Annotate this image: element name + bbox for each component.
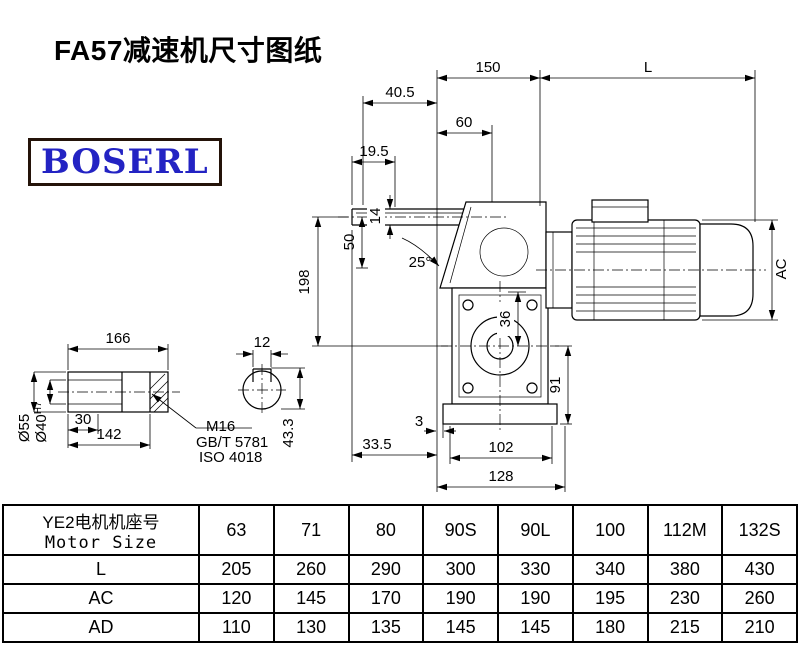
value-L-71: 260 [272, 554, 350, 585]
value-AC-63: 120 [198, 583, 275, 614]
label-iso-4018: ISO 4018 [199, 449, 262, 466]
value-AD-132S: 210 [721, 612, 798, 643]
value-L-80: 290 [347, 554, 425, 585]
dimensions: 150 L 40.5 60 19.5 14 50 198 25° AC 36 9… [16, 59, 790, 492]
dim-40-5: 40.5 [385, 84, 414, 101]
dim-19-5: 19.5 [359, 143, 388, 160]
dim-166: 166 [105, 330, 130, 347]
frame-size-63: 63 [198, 504, 275, 556]
motor-size-table: YE2电机机座号 Motor Size 63 71 80 90S 90L 100… [2, 504, 798, 643]
row-label-AD: AD [2, 612, 200, 643]
value-AC-100: 195 [571, 583, 649, 614]
value-L-100: 340 [571, 554, 649, 585]
value-AC-132S: 260 [721, 583, 798, 614]
dim-142: 142 [96, 426, 121, 443]
value-AD-112M: 215 [646, 612, 724, 643]
frame-size-112M: 112M [646, 504, 724, 556]
row-label-L: L [2, 554, 200, 585]
dim-43-3: 43.3 [280, 418, 297, 447]
dim-36: 36 [497, 311, 514, 328]
frame-size-71: 71 [272, 504, 350, 556]
value-AC-90L: 190 [497, 583, 574, 614]
dim-L: L [644, 59, 652, 76]
frame-size-80: 80 [347, 504, 425, 556]
motor-size-header: YE2电机机座号 Motor Size [2, 504, 200, 556]
table-row-L: L 205 260 290 300 330 340 380 430 [2, 554, 798, 585]
boserl-logo-text: BOSERL [41, 142, 209, 182]
dim-60: 60 [456, 114, 473, 131]
boserl-logo: BOSERL [28, 138, 222, 186]
dim-angle-25: 25° [409, 254, 432, 271]
table-row-AC: AC 120 145 170 190 190 195 230 260 [2, 583, 798, 614]
frame-size-132S: 132S [721, 504, 798, 556]
dim-dia-40-H7: Ø40H7 [33, 401, 50, 443]
frame-size-90S: 90S [422, 504, 499, 556]
dim-AC: AC [773, 258, 790, 279]
label-gbt-5781: GB/T 5781 [196, 434, 268, 451]
value-AD-90S: 145 [422, 612, 499, 643]
dimension-drawing: 150 L 40.5 60 19.5 14 50 198 25° AC 36 9… [16, 59, 790, 492]
motor [545, 199, 754, 321]
dim-198: 198 [296, 269, 313, 294]
value-AC-90S: 190 [422, 583, 499, 614]
value-AD-90L: 145 [497, 612, 574, 643]
value-L-90L: 330 [497, 554, 574, 585]
dim-33-5: 33.5 [362, 436, 391, 453]
dim-14: 14 [367, 208, 384, 225]
dim-dia-55: Ø55 [16, 414, 33, 442]
terminal-box [591, 199, 649, 223]
value-L-112M: 380 [646, 554, 724, 585]
page-title: FA57减速机尺寸图纸 [54, 34, 323, 66]
value-AC-71: 145 [272, 583, 350, 614]
motor-size-header-cn: YE2电机机座号 [42, 512, 160, 532]
value-AD-71: 130 [272, 612, 350, 643]
dim-30: 30 [75, 411, 92, 428]
dim-91: 91 [547, 377, 564, 394]
dim-50: 50 [341, 234, 358, 251]
value-AD-100: 180 [571, 612, 649, 643]
value-AD-80: 135 [347, 612, 425, 643]
value-L-63: 205 [198, 554, 275, 585]
label-m16: M16 [206, 418, 235, 435]
value-L-90S: 300 [422, 554, 499, 585]
motor-size-header-en: Motor Size [44, 532, 158, 553]
value-AC-80: 170 [347, 583, 425, 614]
value-L-132S: 430 [721, 554, 798, 585]
table-row-AD: AD 110 130 135 145 145 180 215 210 [2, 612, 798, 643]
dim-3: 3 [415, 413, 423, 430]
dim-102: 102 [488, 439, 513, 456]
dim-150: 150 [475, 59, 500, 76]
value-AD-63: 110 [198, 612, 275, 643]
dim-12: 12 [254, 334, 271, 351]
table-header-row: YE2电机机座号 Motor Size 63 71 80 90S 90L 100… [2, 504, 798, 556]
dim-128: 128 [488, 468, 513, 485]
value-AC-112M: 230 [646, 583, 724, 614]
frame-size-100: 100 [571, 504, 649, 556]
row-label-AC: AC [2, 583, 200, 614]
frame-size-90L: 90L [497, 504, 574, 556]
